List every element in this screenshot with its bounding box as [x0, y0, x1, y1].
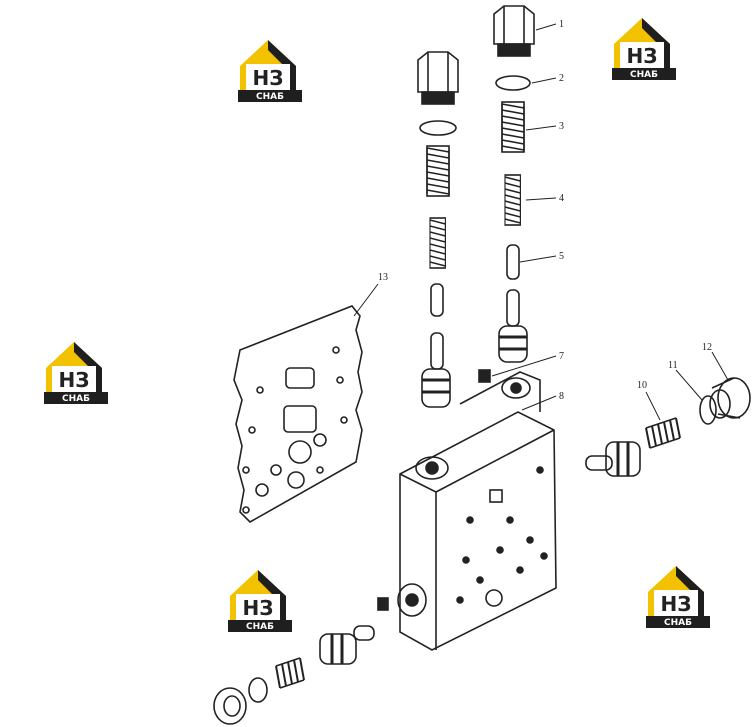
right-spring-small	[504, 174, 522, 226]
left-o-ring	[419, 120, 457, 136]
watermark-logo-bottom-left: НЗ СНАБ	[228, 570, 292, 632]
callout-5: 5	[559, 251, 564, 262]
callout-1: 1	[559, 19, 564, 30]
callout-12: 12	[702, 342, 712, 353]
left-plunger	[421, 332, 451, 408]
right-spring-large	[501, 101, 525, 153]
callout-2: 2	[559, 73, 564, 84]
left-horizontal-o-ring	[248, 677, 268, 703]
svg-text:НЗ: НЗ	[253, 66, 284, 90]
right-pin	[506, 244, 520, 280]
callout-11: 11	[668, 360, 678, 371]
horizontal-spring-right	[645, 417, 681, 449]
callout-3: 3	[559, 121, 564, 132]
svg-text:НЗ: НЗ	[59, 368, 90, 392]
left-spring-small	[429, 217, 447, 269]
svg-text:СНАБ: СНАБ	[256, 92, 284, 102]
callout-8: 8	[559, 391, 564, 402]
valve-body	[397, 371, 557, 651]
callout-13: 13	[378, 272, 388, 283]
left-end-plug	[213, 687, 247, 725]
svg-text:НЗ: НЗ	[627, 44, 658, 68]
svg-text:СНАБ: СНАБ	[246, 622, 274, 632]
right-plunger	[498, 289, 528, 363]
watermark-logo-top-left: НЗ СНАБ	[238, 40, 302, 102]
gasket-plate	[233, 305, 363, 523]
callout-7: 7	[559, 351, 564, 362]
callout-4: 4	[559, 193, 564, 204]
left-spring-large	[426, 145, 450, 197]
watermark-logo-left: НЗ СНАБ	[44, 342, 108, 404]
svg-text:СНАБ: СНАБ	[62, 394, 90, 404]
right-o-ring	[495, 75, 531, 91]
svg-text:СНАБ: СНАБ	[664, 618, 692, 628]
bottom-small-plug	[377, 597, 389, 611]
svg-text:НЗ: НЗ	[661, 592, 692, 616]
horizontal-plunger-right	[585, 441, 641, 477]
svg-text:НЗ: НЗ	[243, 596, 274, 620]
horizontal-plunger-left	[319, 625, 375, 665]
watermark-logo-bottom-right: НЗ СНАБ	[646, 566, 710, 628]
right-horizontal-o-ring	[699, 395, 717, 425]
right-end-plug	[709, 377, 751, 419]
callout-10: 10	[637, 380, 647, 391]
horizontal-spring-left	[275, 657, 305, 689]
right-cap-nut	[493, 5, 535, 57]
watermark-logo-top-right: НЗ СНАБ	[612, 18, 676, 80]
left-pin	[430, 283, 444, 317]
left-cap-nut	[417, 51, 459, 105]
svg-text:СНАБ: СНАБ	[630, 70, 658, 80]
small-plug	[478, 369, 491, 383]
